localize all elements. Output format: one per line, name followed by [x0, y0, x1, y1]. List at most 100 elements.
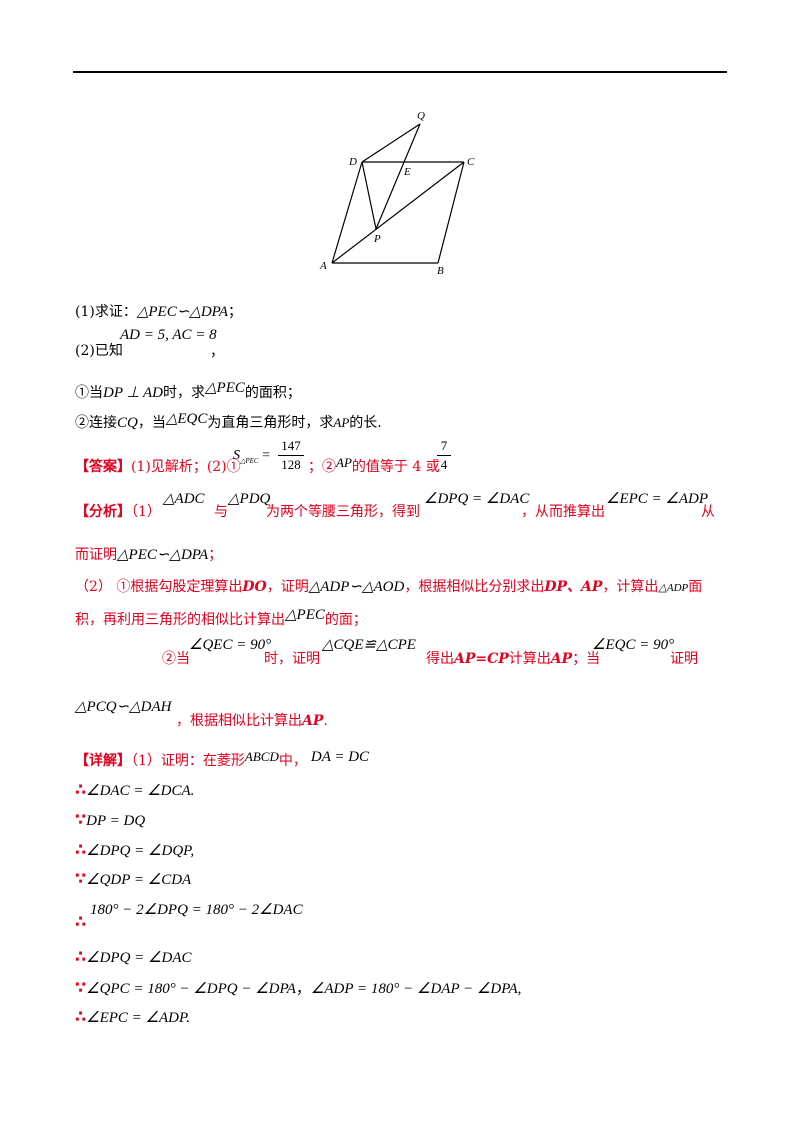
segment-AC	[331, 161, 465, 264]
punctuation: ，	[295, 981, 311, 997]
analysis-label-line: 【分析】（1）	[75, 503, 161, 521]
question-part2: (2)已知	[75, 342, 123, 360]
therefore-symbol: ∴	[75, 912, 87, 931]
punctuation: .	[190, 783, 195, 799]
segment-BC	[437, 161, 465, 264]
detail-line-3: ∴∠DPQ = ∠DQP,	[75, 840, 194, 860]
math-expr: AP	[302, 713, 324, 729]
math-expr: DA = DC	[310, 749, 370, 765]
label-Q: Q	[417, 110, 425, 122]
math-expr: =	[262, 448, 271, 463]
text: ，当	[137, 415, 166, 431]
math-expr: DP ⊥ AD	[103, 385, 164, 401]
math-expr: ∠QDP = ∠CDA	[86, 872, 192, 888]
math-expr: ∠DPQ = ∠DQP	[86, 843, 191, 859]
fraction-bar	[437, 455, 451, 456]
math-expr: △PEC∽△DPA	[117, 547, 209, 563]
label-C: C	[467, 156, 475, 168]
fraction-denominator: 128	[281, 457, 301, 472]
text: ①当	[75, 385, 103, 401]
analysis-math: △CQE≌△CPE	[322, 637, 416, 653]
analysis-math: ∠EQC = 90°	[592, 637, 675, 653]
text: （1）	[131, 504, 161, 520]
math-expr: AP	[550, 651, 573, 667]
text: ②连接	[75, 415, 117, 431]
math-expr: AP=CP	[454, 651, 509, 667]
math-expr: ∠ADP = 180° − ∠DAP − ∠DPA	[310, 981, 518, 997]
text: （2） ①根据勾股定理算出	[75, 579, 243, 595]
text: 计算出	[508, 651, 551, 667]
because-symbol: ∵	[75, 869, 87, 888]
punctuation: ,	[190, 843, 195, 859]
text: 为直角三角形时，求	[207, 415, 334, 431]
therefore-symbol: ∴	[75, 840, 87, 859]
question-part2-end: ，	[210, 344, 224, 360]
text: 的值等于 4 或	[351, 459, 440, 475]
detail-line-5-expr: 180° − 2∠DPQ = 180° − 2∠DAC	[90, 902, 303, 918]
math-expr: ∠QPC = 180° − ∠DPQ − ∠DPA	[86, 981, 296, 997]
question-sub2: ②连接CQ，当△EQC为直角三角形时，求AP的长.	[75, 411, 382, 432]
text: 的面；	[324, 612, 367, 628]
question-part2-math: AD = 5, AC = 8	[120, 327, 217, 343]
detail-line-8: ∴∠EPC = ∠ADP.	[75, 1007, 190, 1027]
text: 的面积；	[244, 385, 301, 401]
therefore-symbol: ∴	[75, 947, 87, 966]
analysis-math: △PCQ∽△DAH	[75, 699, 172, 715]
segment-DP	[361, 161, 377, 230]
text: 得出	[426, 651, 454, 667]
text: 时，求	[163, 385, 206, 401]
analysis-line-5-rest: 得出AP=CP计算出AP；当	[426, 650, 600, 668]
detail-line-6: ∴∠DPQ = ∠DAC	[75, 947, 192, 967]
analysis-line-4: 积，再利用三角形的相似比计算出△PEC的面；	[75, 607, 367, 629]
math-expr: △PEC∽△DPA	[136, 304, 229, 320]
text: 中，	[278, 753, 307, 769]
geometry-figure: Q D E C P A B	[319, 110, 475, 277]
analysis-math: △ADC	[163, 491, 205, 507]
analysis-math: ∠EPC = ∠ADP	[606, 491, 709, 507]
math-expr: AP	[336, 455, 352, 470]
detail-line-4: ∵∠QDP = ∠CDA	[75, 869, 191, 889]
answer-fraction-2: 7 4	[437, 438, 451, 473]
math-expr: ∠DAC = ∠DCA	[86, 783, 191, 799]
text: 面	[688, 579, 703, 595]
math-expr: ABCD	[244, 749, 279, 764]
math-expr: ∠DPQ = ∠DAC	[86, 950, 192, 966]
detail-line-2: ∵DP = DQ	[75, 810, 145, 830]
label-A: A	[319, 260, 327, 272]
math-expr: △ADP	[658, 582, 689, 594]
punctuation: .	[186, 1010, 190, 1026]
text: ，计算出	[602, 579, 659, 595]
text: ，证明	[266, 579, 309, 595]
analysis-math: ∠DPQ = ∠DAC	[424, 491, 530, 507]
detail-line-7: ∵∠QPC = 180° − ∠DPQ − ∠DPA，∠ADP = 180° −…	[75, 977, 521, 998]
text: ；②	[308, 459, 336, 475]
answer-label: 【答案】	[75, 459, 131, 475]
math-expr: ∠EPC = ∠ADP	[86, 1010, 187, 1026]
because-symbol: ∵	[75, 978, 87, 997]
analysis-line-2: 而证明△PEC∽△DPA；	[75, 546, 222, 564]
question-part1: (1)求证：△PEC∽△DPA；	[75, 303, 242, 321]
text: ；当	[572, 651, 601, 667]
analysis-label: 【分析】	[75, 504, 131, 520]
fraction-denominator: 4	[440, 457, 448, 472]
fraction-numerator: 147	[281, 438, 301, 453]
text: ，根据相似比分别求出	[404, 579, 545, 595]
math-expr: △ADP∽△AOD	[308, 579, 405, 595]
question-sub1: ①当DP ⊥ AD时，求△PEC的面积；	[75, 380, 301, 402]
text: (1)求证：	[75, 304, 137, 320]
punctuation: ,	[517, 981, 522, 997]
analysis-text: 证明	[670, 651, 698, 667]
label-B: B	[437, 265, 444, 277]
math-expr: DP、AP	[544, 579, 603, 595]
text: ；	[208, 547, 223, 563]
detail-intro: 【详解】（1）证明：在菱形ABCD中，DA = DC	[75, 749, 370, 770]
math-expr: △PEC	[205, 380, 245, 396]
math-expr: S	[233, 448, 240, 463]
math-expr: DP = DQ	[86, 813, 146, 829]
label-D: D	[348, 156, 357, 168]
text: (1)见解析；(2)①	[131, 459, 241, 475]
fraction-bar	[278, 455, 304, 456]
math-expr: △PEC	[240, 456, 259, 465]
analysis-math: ∠QEC = 90°	[189, 637, 272, 653]
segment-QP	[375, 123, 421, 230]
